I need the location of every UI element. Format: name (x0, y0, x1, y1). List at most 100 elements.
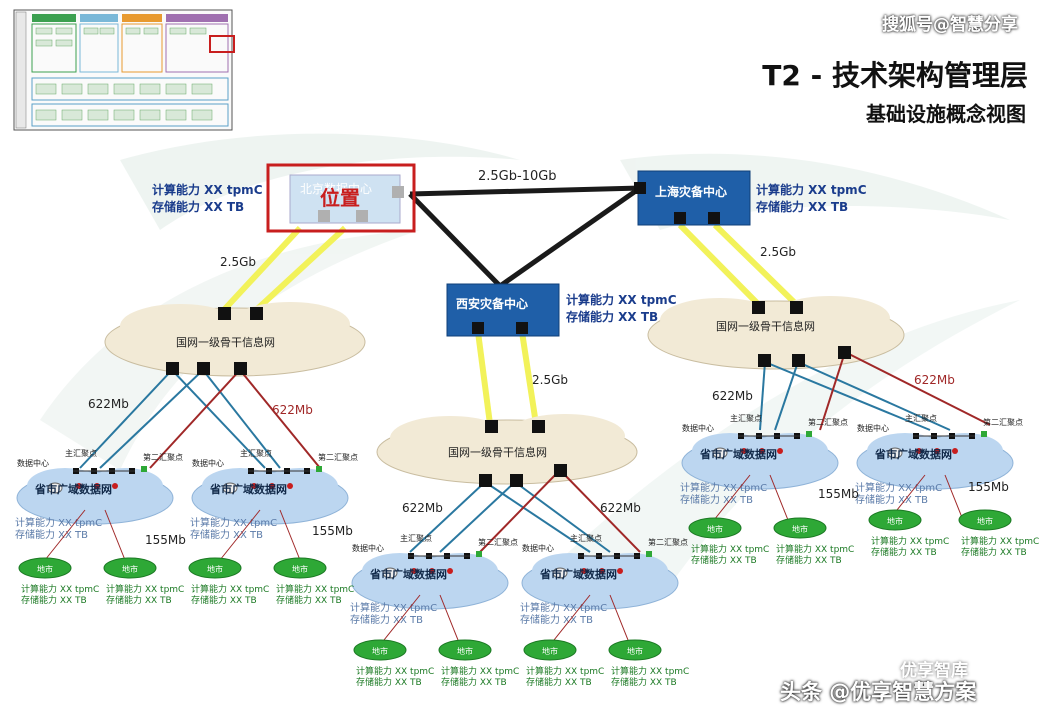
city-compute: 计算能力 XX tpmC (356, 665, 434, 677)
city-compute: 计算能力 XX tpmC (191, 583, 269, 595)
data-center-label: 数据中心 (352, 543, 384, 553)
second-node-label: 第二汇聚点 (648, 537, 688, 547)
region-storage: 存储能力 XX TB (680, 493, 753, 506)
region-compute: 计算能力 XX tpmC (15, 516, 102, 529)
backbone-right-label: 国网一级骨干信息网 (716, 319, 815, 333)
region-storage: 存储能力 XX TB (520, 613, 593, 626)
router-dot (269, 483, 275, 489)
backbone-clouds (104, 296, 905, 485)
router-dot (777, 448, 783, 454)
main-node-label: 主汇聚点 (730, 413, 762, 423)
datacenter-shanghai[interactable]: 上海灾备中心 (634, 170, 751, 226)
link-622-2: 622Mb (272, 403, 313, 417)
region-compute: 计算能力 XX tpmC (855, 481, 942, 494)
xian-compute: 计算能力 XX tpmC (566, 292, 677, 307)
region-label: 省市广域数据网 (699, 447, 777, 461)
city-compute: 计算能力 XX tpmC (611, 665, 689, 677)
link-622-6: 622Mb (914, 373, 955, 387)
main-node-label: 主汇聚点 (905, 413, 937, 423)
city-label: 地市 (977, 516, 993, 526)
router-dot (112, 483, 118, 489)
link-155-1: 155Mb (145, 533, 186, 547)
uplink-right-label: 2.5Gb (760, 245, 796, 259)
database-icon (382, 567, 398, 579)
secondary-node (806, 431, 812, 437)
shanghai-label: 上海灾备中心 (655, 184, 727, 199)
backbone-cloud-mid (376, 414, 638, 485)
city-label: 地市 (207, 564, 223, 574)
core-links (408, 185, 642, 289)
data-center-label: 数据中心 (192, 458, 224, 468)
router-dot (287, 483, 293, 489)
city-label: 地市 (792, 524, 808, 534)
city-storage: 存储能力 XX TB (871, 546, 937, 558)
region-compute: 计算能力 XX tpmC (350, 601, 437, 614)
main-node-label: 主汇聚点 (240, 448, 272, 458)
watermark-top: 搜狐号@智慧分享 (882, 15, 1018, 35)
region-clouds: 省市广域数据网数据中心主汇聚点第二汇聚点计算能力 XX tpmC存储能力 XX … (15, 413, 1023, 646)
city-storage: 存储能力 XX TB (191, 594, 257, 606)
region-links (79, 351, 991, 553)
city-storage: 存储能力 XX TB (356, 676, 422, 688)
watermark-small: 优享智库 (900, 661, 968, 681)
city-compute: 计算能力 XX tpmC (441, 665, 519, 677)
city-compute: 计算能力 XX tpmC (106, 583, 184, 595)
city-compute: 计算能力 XX tpmC (526, 665, 604, 677)
router-dot (617, 568, 623, 574)
link-155-2: 155Mb (312, 524, 353, 538)
shanghai-compute: 计算能力 XX tpmC (756, 182, 867, 197)
router-dot (94, 483, 100, 489)
shanghai-storage: 存储能力 XX TB (755, 199, 848, 214)
city-label: 地市 (292, 564, 308, 574)
region-storage: 存储能力 XX TB (350, 613, 423, 626)
uplink-left-label: 2.5Gb (220, 255, 256, 269)
city-label: 地市 (542, 646, 558, 656)
city-storage: 存储能力 XX TB (776, 554, 842, 566)
database-icon (887, 447, 903, 459)
beijing-highlight-label: 位置 (320, 186, 360, 210)
router-dot (411, 568, 417, 574)
city-compute: 计算能力 XX tpmC (691, 543, 769, 555)
router-dot (447, 568, 453, 574)
region-cloud: 省市广域数据网数据中心主汇聚点第二汇聚点计算能力 XX tpmC存储能力 XX … (350, 533, 518, 646)
region-label: 省市广域数据网 (874, 447, 952, 461)
city-storage: 存储能力 XX TB (691, 554, 757, 566)
main-node-label: 主汇聚点 (65, 448, 97, 458)
region-label: 省市广域数据网 (209, 482, 287, 496)
second-node-label: 第二汇聚点 (318, 452, 358, 462)
city-label: 地市 (627, 646, 643, 656)
city-label: 地市 (37, 564, 53, 574)
region-compute: 计算能力 XX tpmC (190, 516, 277, 529)
watermark-bottom: 头条 @优享智慧方案 (780, 680, 977, 704)
region-label: 省市广域数据网 (34, 482, 112, 496)
datacenter-beijing[interactable]: 北京数据中心 位置 (266, 163, 416, 233)
city-label: 地市 (372, 646, 388, 656)
city-label: 地市 (122, 564, 138, 574)
database-icon (47, 482, 63, 494)
city-compute: 计算能力 XX tpmC (276, 583, 354, 595)
city-label: 地市 (457, 646, 473, 656)
link-155-4: 155Mb (968, 480, 1009, 494)
database-icon (552, 567, 568, 579)
beijing-label: 北京数据中心 (300, 181, 372, 196)
page-subtitle: 基础设施概念视图 (866, 102, 1026, 126)
region-cloud: 省市广域数据网数据中心主汇聚点第二汇聚点计算能力 XX tpmC存储能力 XX … (520, 533, 688, 646)
second-node-label: 第二汇聚点 (808, 417, 848, 427)
city-label: 地市 (707, 524, 723, 534)
uplinks (219, 222, 801, 425)
router-dot (429, 568, 435, 574)
link-622-5: 622Mb (712, 389, 753, 403)
region-storage: 存储能力 XX TB (15, 528, 88, 541)
xian-label: 西安灾备中心 (456, 296, 528, 311)
city-compute: 计算能力 XX tpmC (776, 543, 854, 555)
router-dot (76, 483, 82, 489)
backbone-nodes (166, 301, 851, 487)
datacenter-xian[interactable]: 西安灾备中心 (446, 283, 560, 337)
